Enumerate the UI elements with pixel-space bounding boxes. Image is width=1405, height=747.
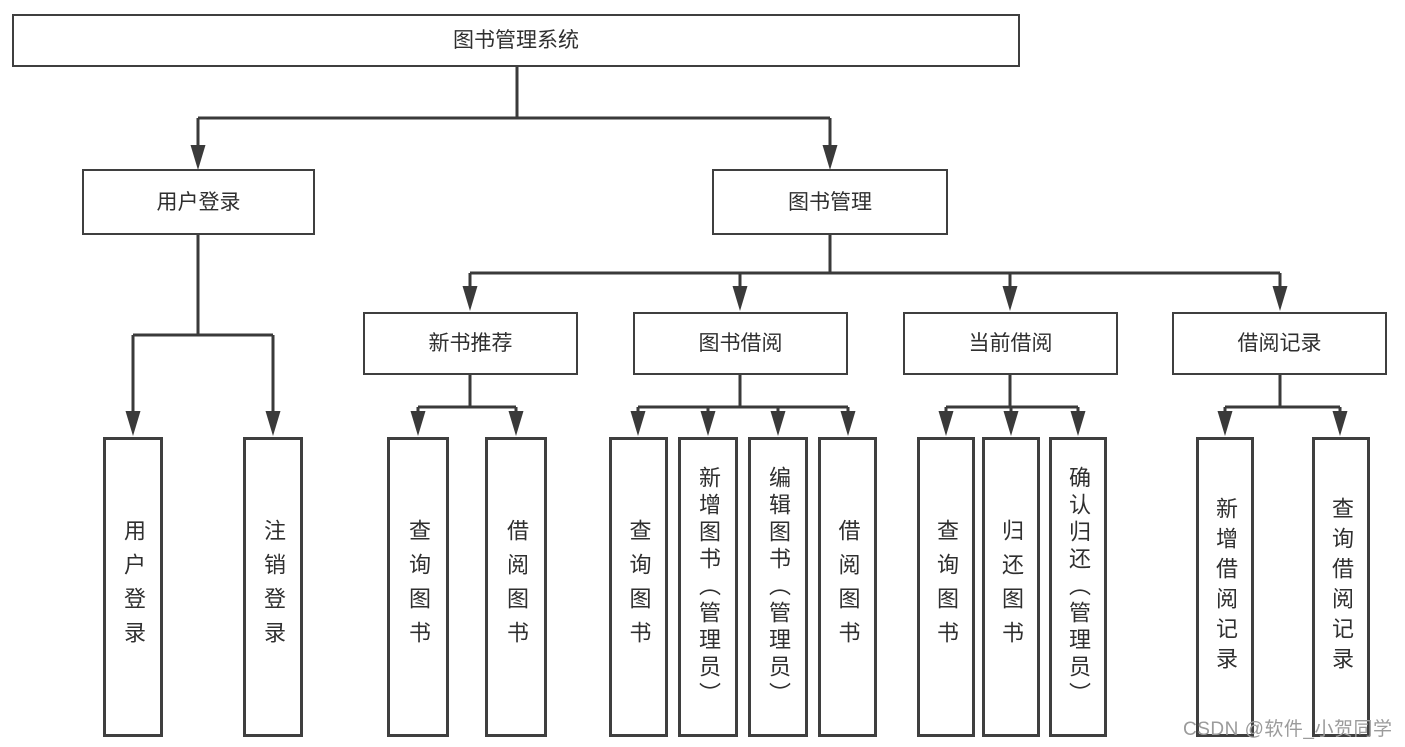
node-library-management-system: 图书管理系统 — [12, 14, 1020, 67]
leaf-borrow-books-recommend: 借阅图书 — [485, 437, 547, 737]
connector-current-borrowing-to-children — [938, 375, 1086, 436]
connector-book-borrowing-to-children — [630, 375, 856, 436]
leaf-borrow-books-borrowing: 借阅图书 — [818, 437, 877, 737]
leaf-user-login: 用户登录 — [103, 437, 163, 737]
connector-root-to-level2 — [190, 67, 838, 170]
connector-borrowing-records-to-children — [1217, 375, 1348, 436]
node-book-borrowing: 图书借阅 — [633, 312, 848, 375]
node-borrowing-records: 借阅记录 — [1172, 312, 1387, 375]
connector-user-login-to-children — [125, 235, 281, 436]
leaf-add-borrow-record: 新增借阅记录 — [1196, 437, 1254, 737]
leaf-confirm-return-admin: 确认归还（管理员） — [1049, 437, 1107, 737]
node-current-borrowing: 当前借阅 — [903, 312, 1118, 375]
leaf-query-books-borrowing: 查询图书 — [609, 437, 668, 737]
node-user-login: 用户登录 — [82, 169, 315, 235]
leaf-query-books-recommend: 查询图书 — [387, 437, 449, 737]
leaf-query-books-current: 查询图书 — [917, 437, 975, 737]
watermark-text: CSDN @软件_小贺同学 — [1183, 719, 1393, 740]
leaf-return-books: 归还图书 — [982, 437, 1040, 737]
node-new-book-recommendation: 新书推荐 — [363, 312, 578, 375]
node-book-management: 图书管理 — [712, 169, 948, 235]
leaf-add-books-admin: 新增图书（管理员） — [678, 437, 738, 737]
leaf-edit-books-admin: 编辑图书（管理员） — [748, 437, 808, 737]
leaf-logout: 注销登录 — [243, 437, 303, 737]
connector-book-management-to-level3 — [462, 235, 1288, 311]
leaf-query-borrow-record: 查询借阅记录 — [1312, 437, 1370, 737]
connector-new-book-recommendation-to-children — [410, 375, 524, 436]
